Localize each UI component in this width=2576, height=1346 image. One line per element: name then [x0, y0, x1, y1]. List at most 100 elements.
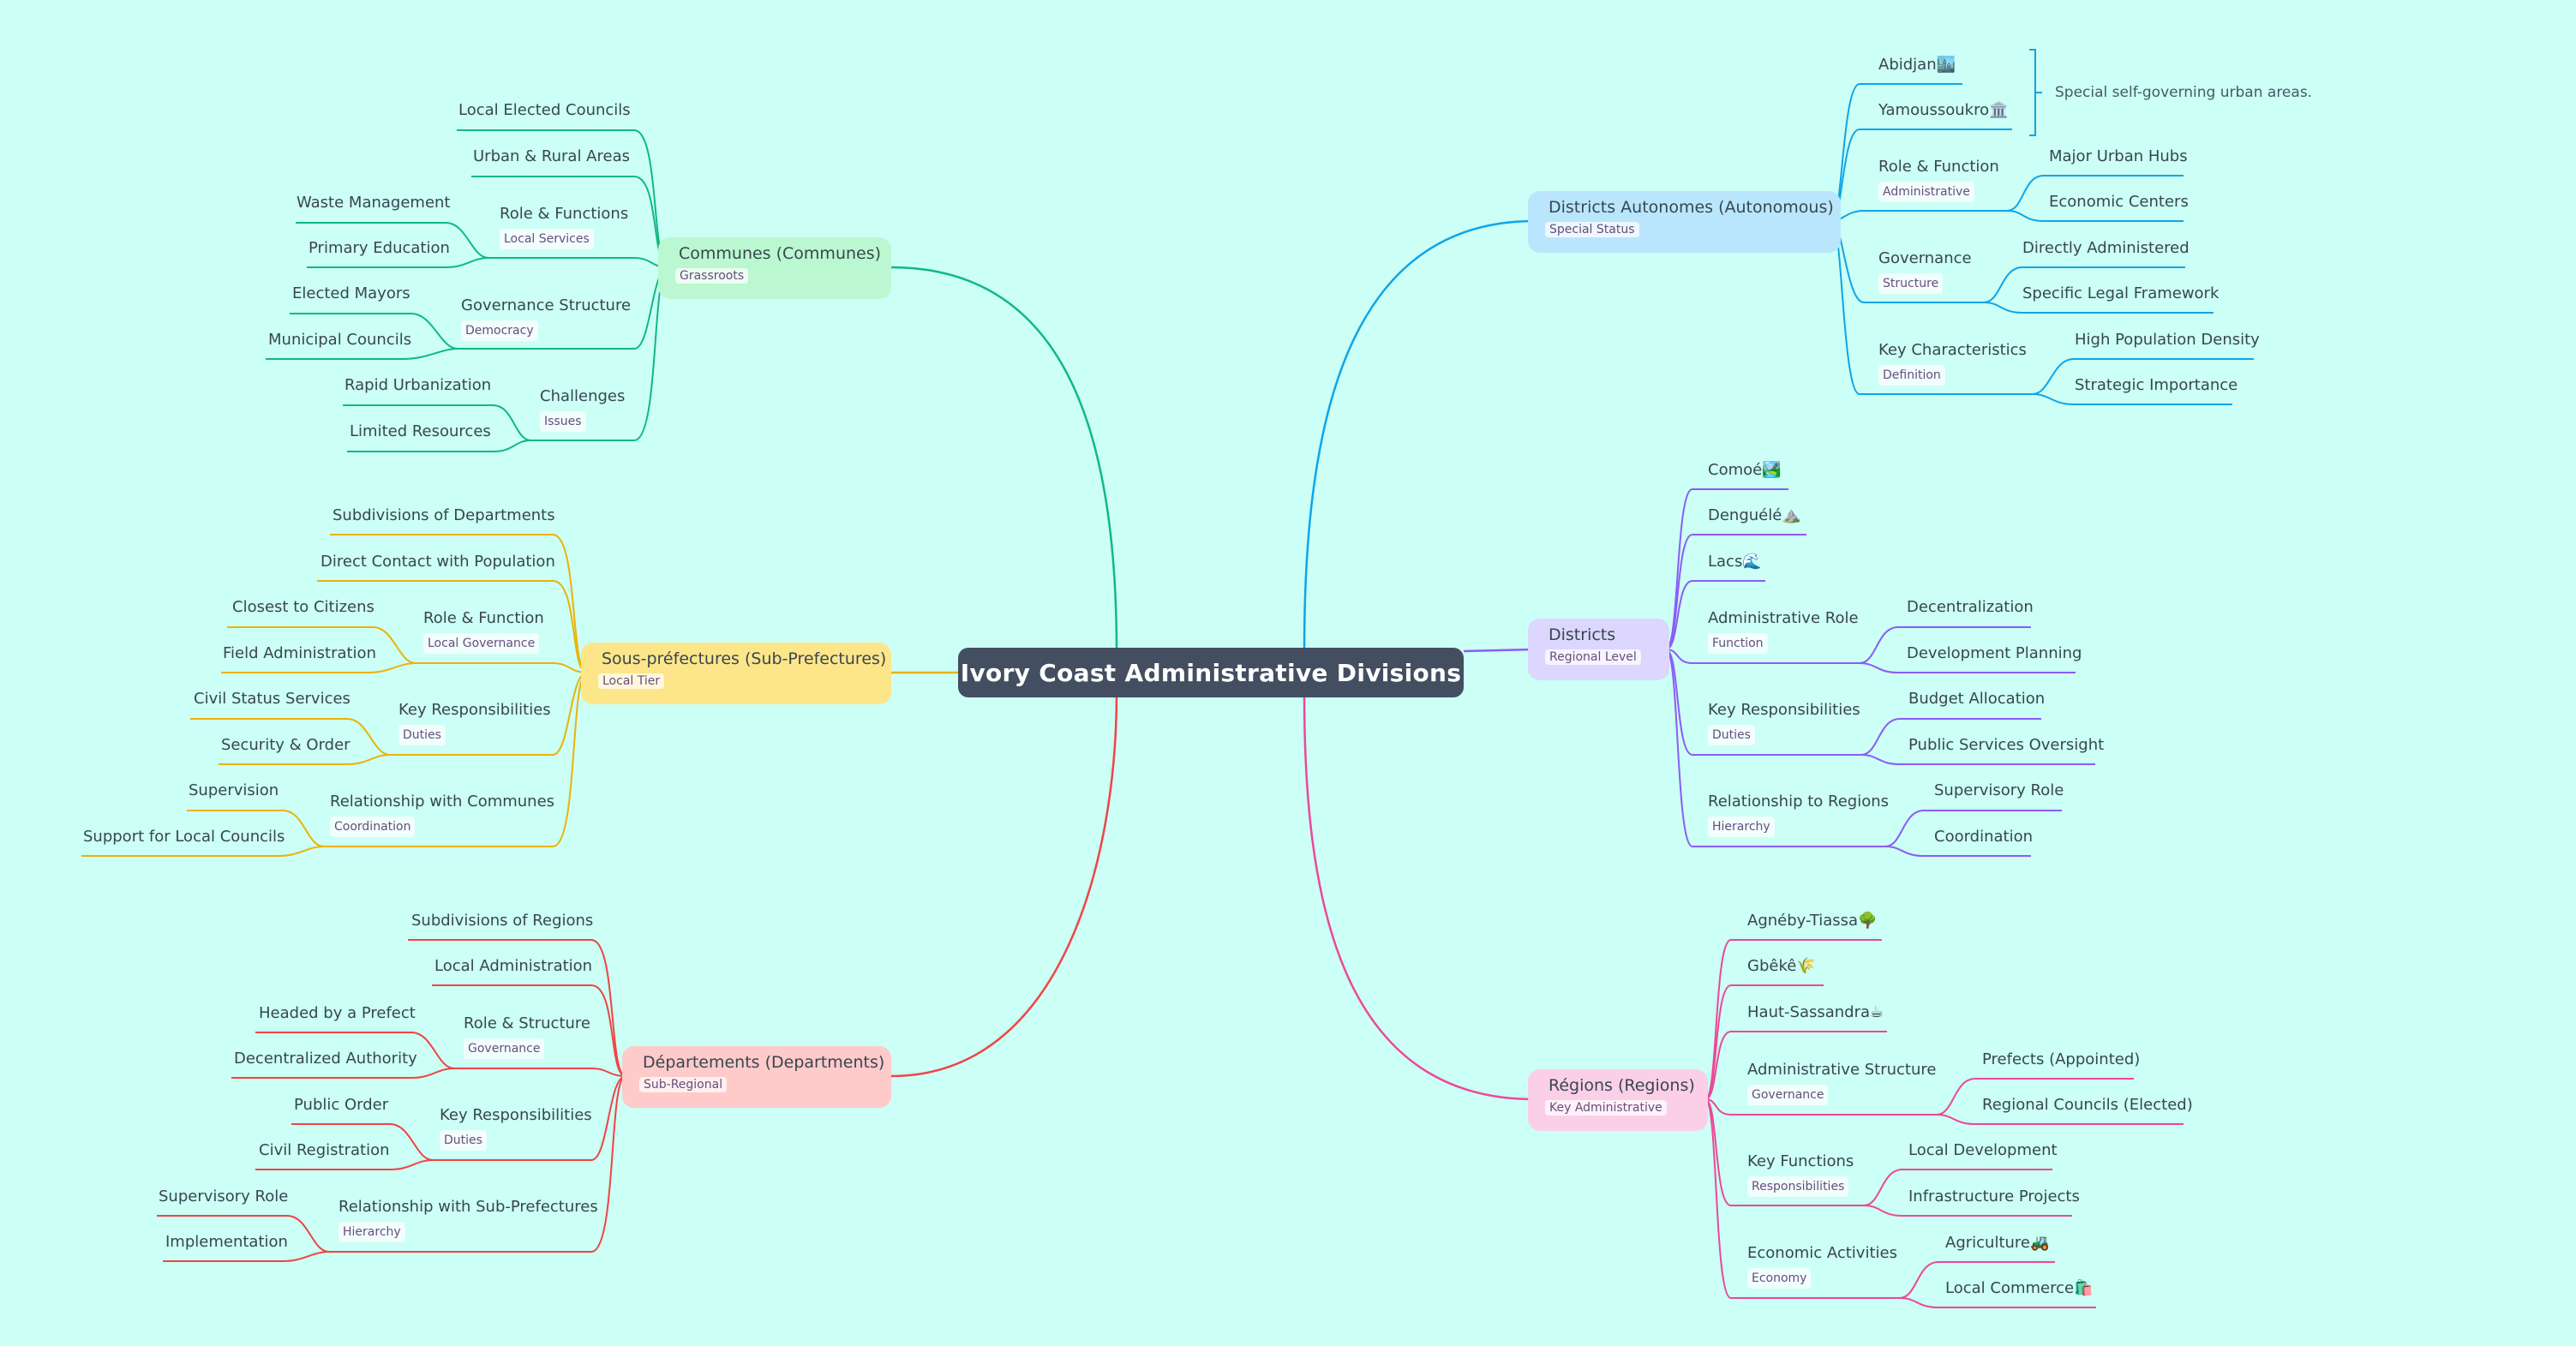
- leaf-supervision[interactable]: Supervision: [189, 781, 279, 799]
- node-communes-challenges[interactable]: Challenges Issues: [540, 387, 626, 432]
- node-tag: Hierarchy: [338, 1222, 405, 1242]
- branch-sous-prefectures[interactable]: Sous-préfectures (Sub-Prefectures) Local…: [581, 643, 891, 704]
- link-root-regions: [1303, 693, 1535, 1101]
- leaf-local-development[interactable]: Local Development: [1908, 1141, 2058, 1159]
- node-label: Role & Function: [1878, 158, 1999, 176]
- node-local-elected-councils[interactable]: Local Elected Councils: [458, 101, 631, 119]
- node-sp-relationship[interactable]: Relationship with Communes Coordination: [330, 793, 555, 837]
- node-gbeke[interactable]: Gbêkê🌾: [1747, 957, 1816, 975]
- leaf-headed-by-prefect[interactable]: Headed by a Prefect: [259, 1004, 416, 1022]
- node-label: Economic Activities: [1747, 1244, 1897, 1262]
- node-d-admin-role[interactable]: Administrative Role Function: [1708, 609, 1859, 654]
- node-agneby-tiassa[interactable]: Agnéby-Tiassa🌳: [1747, 912, 1878, 930]
- leaf-security-order[interactable]: Security & Order: [221, 736, 350, 754]
- node-tag: Coordination: [330, 817, 416, 837]
- node-tag: Administrative: [1878, 182, 1974, 202]
- node-tag: Issues: [540, 411, 586, 432]
- leaf-agriculture[interactable]: Agriculture🚜: [1945, 1234, 2050, 1252]
- node-abidjan[interactable]: Abidjan🏙️: [1878, 56, 1956, 74]
- leaf-specific-legal-framework[interactable]: Specific Legal Framework: [2022, 284, 2220, 302]
- node-sp-key-resp[interactable]: Key Responsibilities Duties: [398, 701, 551, 745]
- leaf-d-supervisory-role[interactable]: Supervisory Role: [1934, 781, 2064, 799]
- node-r-admin-structure[interactable]: Administrative Structure Governance: [1747, 1061, 1936, 1105]
- node-dep-relationship[interactable]: Relationship with Sub-Prefectures Hierar…: [338, 1198, 598, 1242]
- leaf-regional-councils[interactable]: Regional Councils (Elected): [1982, 1096, 2193, 1114]
- node-direct-contact[interactable]: Direct Contact with Population: [321, 553, 555, 571]
- node-comoe[interactable]: Comoé🏞️: [1708, 461, 1782, 479]
- leaf-civil-registration[interactable]: Civil Registration: [259, 1141, 390, 1159]
- branch-regions[interactable]: Régions (Regions) Key Administrative: [1528, 1069, 1708, 1131]
- branch-districts[interactable]: Districts Regional Level: [1528, 619, 1669, 680]
- leaf-limited-resources[interactable]: Limited Resources: [350, 422, 491, 440]
- node-label: Relationship with Sub-Prefectures: [338, 1198, 598, 1216]
- leaf-directly-administered[interactable]: Directly Administered: [2022, 239, 2190, 257]
- leaf-budget-allocation[interactable]: Budget Allocation: [1908, 690, 2046, 708]
- node-tag: Local Services: [500, 229, 594, 249]
- branch-tag: Sub-Regional: [639, 1077, 728, 1092]
- branch-tag: Regional Level: [1545, 649, 1641, 665]
- node-label: Role & Functions: [500, 205, 629, 223]
- node-tag: Hierarchy: [1708, 817, 1775, 837]
- node-yamoussoukro[interactable]: Yamoussoukro🏛️: [1878, 101, 2009, 119]
- node-label: Relationship with Communes: [330, 793, 555, 811]
- node-tag: Responsibilities: [1747, 1176, 1849, 1197]
- branch-communes[interactable]: Communes (Communes) Grassroots: [658, 237, 891, 299]
- node-local-administration[interactable]: Local Administration: [434, 957, 593, 975]
- node-communes-role[interactable]: Role & Functions Local Services: [500, 205, 629, 249]
- leaf-coordination[interactable]: Coordination: [1934, 828, 2034, 846]
- node-subdivisions-of-departments[interactable]: Subdivisions of Departments: [332, 506, 555, 524]
- root-node[interactable]: Ivory Coast Administrative Divisions: [958, 648, 1464, 697]
- leaf-public-order[interactable]: Public Order: [294, 1096, 389, 1114]
- node-da-key-char[interactable]: Key Characteristics Definition: [1878, 341, 2027, 386]
- leaf-implementation[interactable]: Implementation: [165, 1233, 288, 1251]
- leaf-waste-management[interactable]: Waste Management: [297, 194, 451, 212]
- branch-departements[interactable]: Départements (Departments) Sub-Regional: [622, 1046, 891, 1108]
- node-d-key-resp[interactable]: Key Responsibilities Duties: [1708, 701, 1860, 745]
- node-da-governance[interactable]: Governance Structure: [1878, 249, 1972, 294]
- branch-title: Districts: [1549, 625, 1616, 644]
- branch-districts-autonomes[interactable]: Districts Autonomes (Autonomous) Special…: [1528, 191, 1841, 253]
- node-tag: Structure: [1878, 273, 1944, 294]
- node-label: Governance: [1878, 249, 1972, 267]
- node-sp-role[interactable]: Role & Function Local Governance: [423, 609, 544, 654]
- node-da-role[interactable]: Role & Function Administrative: [1878, 158, 1999, 202]
- leaf-strategic-importance[interactable]: Strategic Importance: [2075, 376, 2238, 394]
- leaf-infrastructure-projects[interactable]: Infrastructure Projects: [1908, 1187, 2080, 1205]
- leaf-decentralized-authority[interactable]: Decentralized Authority: [234, 1050, 417, 1068]
- leaf-major-urban-hubs[interactable]: Major Urban Hubs: [2049, 147, 2188, 165]
- node-tag: Definition: [1878, 365, 1945, 386]
- leaf-supervisory-role[interactable]: Supervisory Role: [159, 1187, 289, 1205]
- node-dep-key-resp[interactable]: Key Responsibilities Duties: [440, 1106, 592, 1151]
- node-communes-governance[interactable]: Governance Structure Democracy: [461, 296, 632, 341]
- leaf-high-population-density[interactable]: High Population Density: [2075, 331, 2260, 349]
- leaf-development-planning[interactable]: Development Planning: [1907, 644, 2082, 662]
- branch-tag: Local Tier: [598, 673, 665, 689]
- leaf-municipal-councils[interactable]: Municipal Councils: [268, 331, 412, 349]
- leaf-elected-mayors[interactable]: Elected Mayors: [292, 284, 410, 302]
- leaf-public-services-oversight[interactable]: Public Services Oversight: [1908, 736, 2105, 754]
- leaf-prefects-appointed[interactable]: Prefects (Appointed): [1982, 1050, 2141, 1068]
- node-label: Challenges: [540, 387, 626, 405]
- node-lacs[interactable]: Lacs🌊: [1708, 553, 1762, 571]
- leaf-civil-status-services[interactable]: Civil Status Services: [194, 690, 350, 708]
- node-r-economic[interactable]: Economic Activities Economy: [1747, 1244, 1897, 1289]
- node-d-relationship[interactable]: Relationship to Regions Hierarchy: [1708, 793, 1889, 837]
- leaf-rapid-urbanization[interactable]: Rapid Urbanization: [344, 376, 492, 394]
- node-dep-role[interactable]: Role & Structure Governance: [464, 1014, 590, 1059]
- node-tag: Local Governance: [423, 633, 540, 654]
- leaf-decentralization[interactable]: Decentralization: [1907, 598, 2034, 616]
- leaf-closest-to-citizens[interactable]: Closest to Citizens: [232, 598, 374, 616]
- note-self-governing: Special self-governing urban areas.: [2055, 84, 2313, 101]
- node-label: Governance Structure: [461, 296, 632, 314]
- leaf-field-administration[interactable]: Field Administration: [223, 644, 376, 662]
- node-haut-sassandra[interactable]: Haut-Sassandra☕: [1747, 1003, 1884, 1021]
- node-tag: Economy: [1747, 1268, 1812, 1289]
- leaf-economic-centers[interactable]: Economic Centers: [2049, 193, 2189, 211]
- leaf-local-commerce[interactable]: Local Commerce🛍️: [1945, 1279, 2094, 1297]
- leaf-support-local-councils[interactable]: Support for Local Councils: [83, 828, 285, 846]
- node-urban-rural[interactable]: Urban & Rural Areas: [473, 147, 630, 165]
- leaf-primary-education[interactable]: Primary Education: [309, 239, 450, 257]
- node-r-key-functions[interactable]: Key Functions Responsibilities: [1747, 1152, 1854, 1197]
- node-denguele[interactable]: Denguélé⛰️: [1708, 506, 1801, 524]
- node-subdivisions-of-regions[interactable]: Subdivisions of Regions: [411, 912, 594, 930]
